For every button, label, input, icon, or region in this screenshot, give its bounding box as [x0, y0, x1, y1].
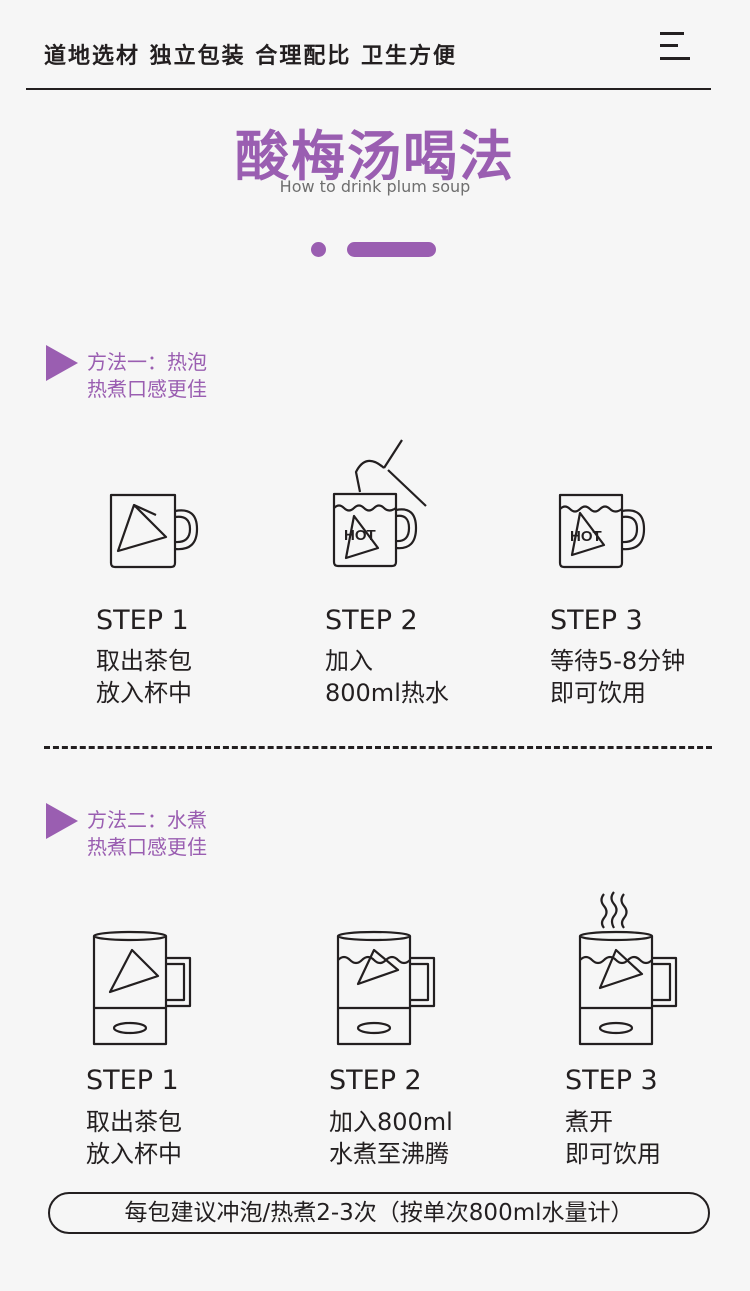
- kettle-teabag-icon: [92, 930, 192, 1046]
- method-2-title: 方法二：水煮 热煮口感更佳: [87, 808, 207, 859]
- step-label: STEP 2: [325, 605, 418, 636]
- hot-mug-icon: HOT: [558, 493, 646, 569]
- step-description: 煮开 即可饮用: [565, 1108, 661, 1168]
- step-label: STEP 2: [329, 1065, 422, 1096]
- kettle-pour-hot-icon: HOT: [332, 439, 427, 568]
- step-description: 取出茶包 放入杯中: [86, 1108, 182, 1168]
- step-description: 加入800ml 水煮至沸腾: [329, 1108, 453, 1168]
- page-subtitle: How to drink plum soup: [279, 177, 471, 196]
- step-label: STEP 3: [565, 1065, 658, 1096]
- step-description: 等待5-8分钟 即可饮用: [550, 647, 686, 707]
- kettle-steam-icon: [578, 891, 678, 1046]
- usage-note: 每包建议冲泡/热煮2-3次（按单次800ml水量计）: [48, 1192, 710, 1234]
- step-label: STEP 1: [96, 605, 189, 636]
- header-divider: [26, 88, 711, 90]
- svg-text:HOT: HOT: [344, 527, 376, 544]
- mug-teabag-icon: [109, 493, 199, 569]
- page-title: 酸梅汤喝法: [235, 125, 515, 188]
- carousel-dot[interactable]: [311, 242, 326, 257]
- play-arrow-icon: [46, 803, 78, 839]
- section-divider: [44, 746, 712, 749]
- method-1-title: 方法一：热泡 热煮口感更佳: [87, 350, 207, 401]
- step-description: 取出茶包 放入杯中: [96, 647, 192, 707]
- kettle-water-icon: [336, 930, 436, 1046]
- step-label: STEP 1: [86, 1065, 179, 1096]
- carousel-active-indicator[interactable]: [347, 242, 436, 257]
- step-description: 加入 800ml热水: [325, 647, 449, 707]
- svg-text:HOT: HOT: [570, 528, 602, 545]
- play-arrow-icon: [46, 345, 78, 381]
- menu-icon[interactable]: [660, 32, 690, 60]
- header-tagline: 道地选材 独立包装 合理配比 卫生方便: [44, 44, 457, 69]
- step-label: STEP 3: [550, 605, 643, 636]
